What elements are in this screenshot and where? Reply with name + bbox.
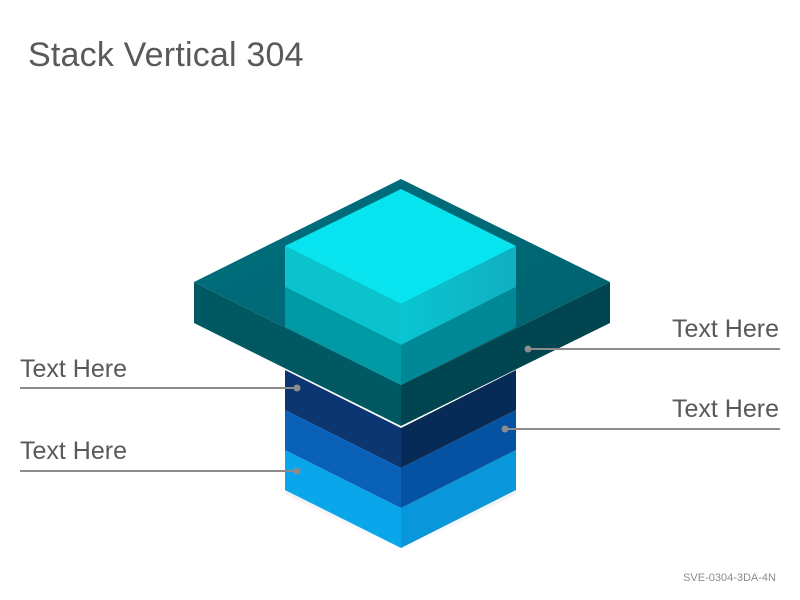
plate-right-face	[401, 282, 610, 426]
cube-lower-right-face	[401, 287, 516, 385]
label-left-top: Text Here	[20, 355, 127, 383]
leader-right-top	[524, 345, 780, 353]
cube-top-face	[285, 189, 516, 304]
cube-right-face	[401, 246, 516, 345]
leader-left-top	[20, 384, 301, 392]
navy-layer-left-face	[285, 370, 401, 468]
blue-layer-left-face	[285, 410, 401, 508]
cube-left-face	[285, 246, 401, 345]
label-left-bottom: Text Here	[20, 437, 127, 465]
label-right-top: Text Here	[672, 315, 779, 343]
slide-code: SVE-0304-3DA-4N	[683, 572, 776, 584]
plate-left-face	[194, 282, 401, 426]
page-title: Stack Vertical 304	[28, 36, 304, 74]
sky-layer-left-face	[285, 450, 401, 548]
leader-left-bottom	[20, 467, 301, 475]
cube-lower-left-face	[285, 287, 401, 385]
leader-right-bottom	[501, 425, 780, 433]
navy-layer-right-face	[401, 370, 516, 468]
sky-layer-right-face	[401, 450, 516, 548]
label-right-bottom: Text Here	[672, 395, 779, 423]
blue-layer-right-face	[401, 410, 516, 508]
